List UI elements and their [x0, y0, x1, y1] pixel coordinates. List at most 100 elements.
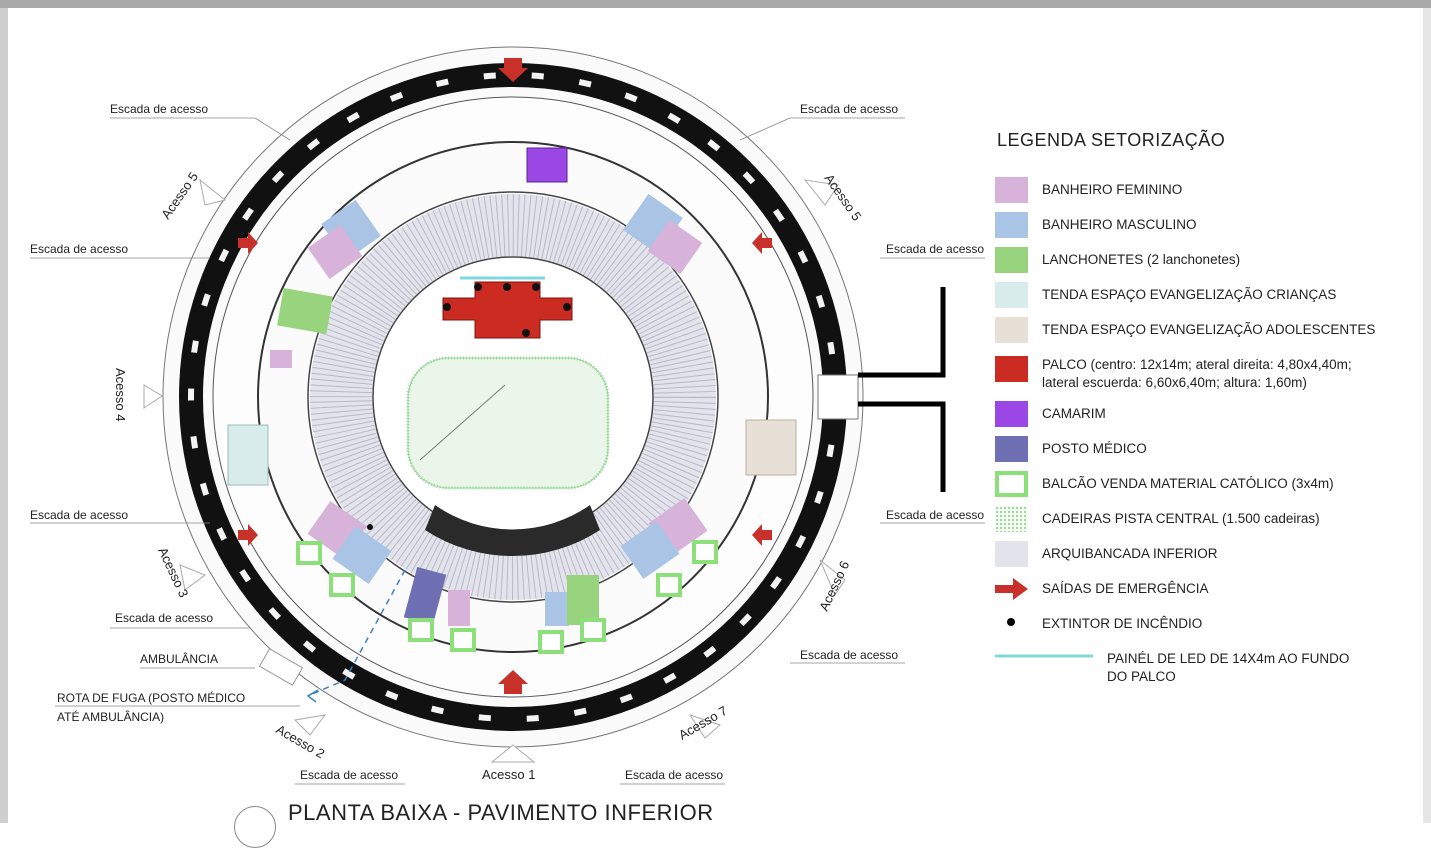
legend-item-stage: PALCO (centro: 12x14m; ateral direita: 4…	[995, 352, 1425, 392]
snack-bar	[277, 287, 333, 335]
legend-item-lower-stands: ARQUIBANCADA INFERIOR	[995, 541, 1425, 567]
legend-label: ARQUIBANCADA INFERIOR	[1042, 546, 1218, 561]
teens-tent	[745, 419, 797, 476]
window-left-border	[0, 8, 8, 823]
legend-swatch	[995, 282, 1028, 308]
extinguisher-dot-icon	[995, 611, 1028, 637]
extinguisher	[563, 303, 571, 311]
male-restroom	[545, 592, 569, 626]
legend-label-line: DO PALCO	[1107, 669, 1176, 684]
stair-label: Escada de acesso	[300, 768, 398, 782]
legend-title: LEGENDA SETORIZAÇÃO	[997, 130, 1226, 150]
extinguisher	[443, 303, 451, 311]
legend-label-line: lateral escuerda: 6,60x6,40m; altura: 1,…	[1042, 375, 1307, 390]
extinguisher	[503, 283, 511, 291]
legend-item-central-chairs: CADEIRAS PISTA CENTRAL (1.500 cadeiras)	[995, 506, 1425, 532]
legend-swatch	[995, 177, 1028, 203]
legend-label: PALCO (centro: 12x14m; ateral direita: 4…	[1042, 352, 1352, 392]
central-chairs-pattern	[406, 356, 610, 490]
extinguisher	[474, 283, 482, 291]
title-symbol	[234, 806, 276, 848]
emergency-exits	[238, 58, 772, 694]
legend-item-medical-post: POSTO MÉDICO	[995, 436, 1425, 462]
access-marker	[688, 714, 721, 739]
legend-swatch	[995, 541, 1028, 567]
legend-item-children-tent: TENDA ESPAÇO EVANGELIZAÇÃO CRIANÇAS	[995, 282, 1425, 308]
exit-arrow	[238, 524, 258, 546]
stair-label: Escada de acesso	[800, 648, 898, 662]
legend-label: LANCHONETES (2 lanchonetes)	[1042, 252, 1241, 267]
female-restroom	[307, 224, 363, 280]
legend-swatch	[995, 436, 1028, 462]
floor-plan: Escada de acesso Escada de acesso Escada…	[30, 46, 985, 785]
dressing-room	[526, 147, 568, 183]
east-access-walls	[858, 287, 946, 492]
legend-label: SAÍDAS DE EMERGÊNCIA	[1042, 581, 1209, 596]
stair-label: Escada de acesso	[886, 242, 984, 256]
stair-label: Escada de acesso	[800, 102, 898, 116]
ambulance	[258, 648, 304, 686]
legend-item-led-panel: PAINÉL DE LED DE 14X4m AO FUNDO DO PALCO	[995, 646, 1425, 686]
access-marker	[293, 714, 327, 736]
sales-counter	[656, 573, 682, 597]
legend-item-dressing-room: CAMARIM	[995, 401, 1425, 427]
legend-swatch	[995, 356, 1028, 382]
legend-item-teens-tent: TENDA ESPAÇO EVANGELIZAÇÃO ADOLESCENTES	[995, 317, 1425, 343]
ambulance-label: AMBULÂNCIA	[140, 651, 218, 666]
legend-label-line: PALCO (centro: 12x14m; ateral direita: 4…	[1042, 357, 1352, 372]
exit-arrow	[498, 58, 528, 82]
sales-counter	[692, 540, 718, 564]
access-marker	[143, 384, 163, 409]
sales-counter	[538, 630, 564, 654]
female-restroom	[270, 350, 292, 368]
window-right-border	[1423, 8, 1431, 823]
legend-swatch	[995, 401, 1028, 427]
access-marker	[819, 559, 846, 597]
central-chairs	[407, 357, 609, 489]
escape-route-label: ROTA DE FUGA (POSTO MÉDICO	[57, 690, 245, 705]
legend-swatch	[995, 471, 1028, 497]
exit-arrow	[498, 670, 528, 694]
escape-route-arrow	[306, 689, 319, 703]
sales-counter	[450, 628, 476, 652]
legend-item-male-restroom: BANHEIRO MASCULINO	[995, 212, 1425, 238]
legend-label: BANHEIRO FEMININO	[1042, 182, 1183, 197]
male-restroom	[620, 520, 680, 580]
legend-item-extinguisher: EXTINTOR DE INCÊNDIO	[995, 611, 1425, 637]
leader-lines	[30, 117, 985, 785]
legend-label: EXTINTOR DE INCÊNDIO	[1042, 616, 1203, 631]
male-restroom	[332, 525, 392, 585]
exit-arrow	[752, 524, 772, 546]
stair-label: Escada de acesso	[30, 242, 128, 256]
legend-label: TENDA ESPAÇO EVANGELIZAÇÃO ADOLESCENTES	[1042, 322, 1376, 337]
front-seating-block	[425, 505, 600, 557]
window-top-border	[0, 0, 1431, 8]
access-label: Acesso 2	[274, 722, 328, 762]
legend-swatch	[995, 506, 1028, 532]
legend-label: TENDA ESPAÇO EVANGELIZAÇÃO CRIANÇAS	[1042, 287, 1337, 302]
stair-label: Escada de acesso	[110, 102, 208, 116]
stair-label: Escada de acesso	[625, 768, 723, 782]
emergency-arrow-icon	[995, 576, 1028, 602]
stage	[442, 281, 573, 339]
legend-item-sales-counter: BALCÃO VENDA MATERIAL CATÓLICO (3x4m)	[995, 471, 1425, 497]
legend-item-female-restroom: BANHEIRO FEMININO	[995, 177, 1425, 203]
access-marker	[179, 564, 207, 591]
access-marker	[490, 744, 536, 763]
stair-label: Escada de acesso	[886, 508, 984, 522]
exit-arrow	[238, 232, 258, 254]
legend-label: PAINÉL DE LED DE 14X4m AO FUNDO DO PALCO	[1107, 646, 1349, 686]
access-label: Acesso 5	[158, 169, 201, 221]
access-label: Acesso 1	[482, 767, 535, 782]
escape-route	[309, 569, 406, 696]
extinguisher	[532, 283, 540, 291]
access-label: Acesso 7	[676, 703, 730, 743]
legend-label: CADEIRAS PISTA CENTRAL (1.500 cadeiras)	[1042, 511, 1320, 526]
escape-route-label: ATÉ AMBULÂNCIA)	[57, 709, 164, 724]
access-label: Acesso 6	[816, 558, 852, 613]
led-line-icon	[995, 646, 1095, 666]
legend-label: POSTO MÉDICO	[1042, 441, 1147, 456]
children-tent	[227, 424, 269, 486]
sales-counter	[580, 618, 606, 642]
sales-counter	[329, 573, 355, 597]
